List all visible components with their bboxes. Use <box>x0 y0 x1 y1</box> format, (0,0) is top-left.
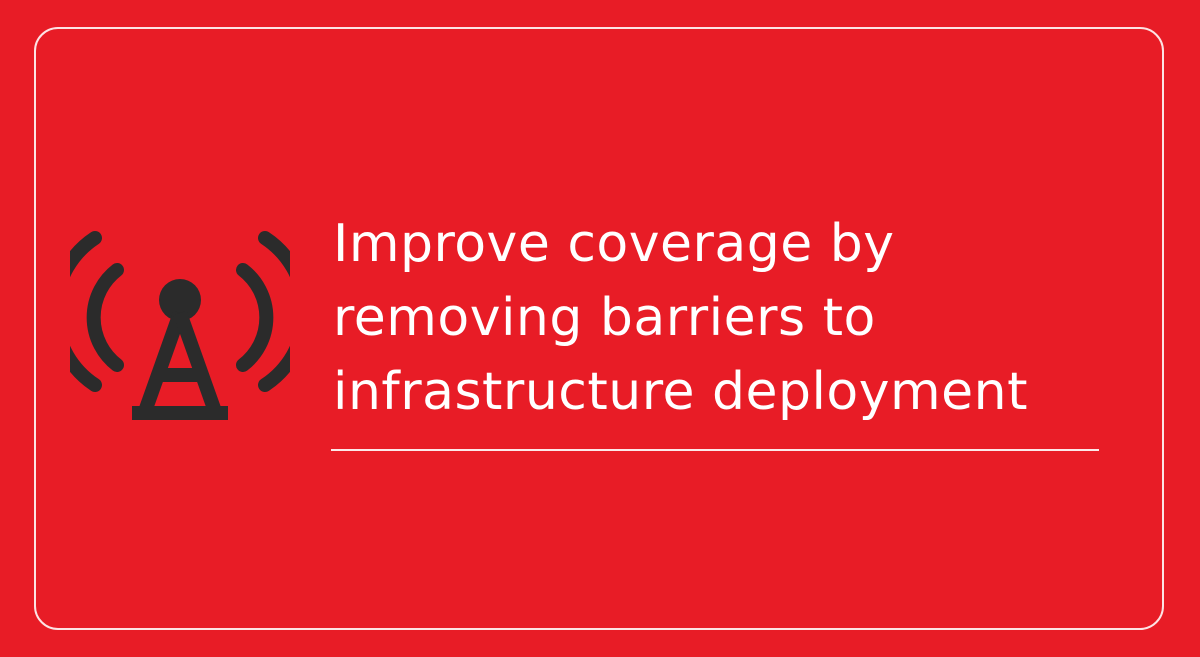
headline-line-2: removing barriers to <box>333 288 876 348</box>
cell-tower-broadcast-icon <box>70 231 290 420</box>
headline-line-1: Improve coverage by <box>333 214 895 274</box>
card-border <box>34 27 1164 630</box>
headline: Improve coverage by removing barriers to… <box>333 207 1133 429</box>
headline-line-3: infrastructure deployment <box>333 362 1028 422</box>
headline-underline <box>331 449 1099 451</box>
